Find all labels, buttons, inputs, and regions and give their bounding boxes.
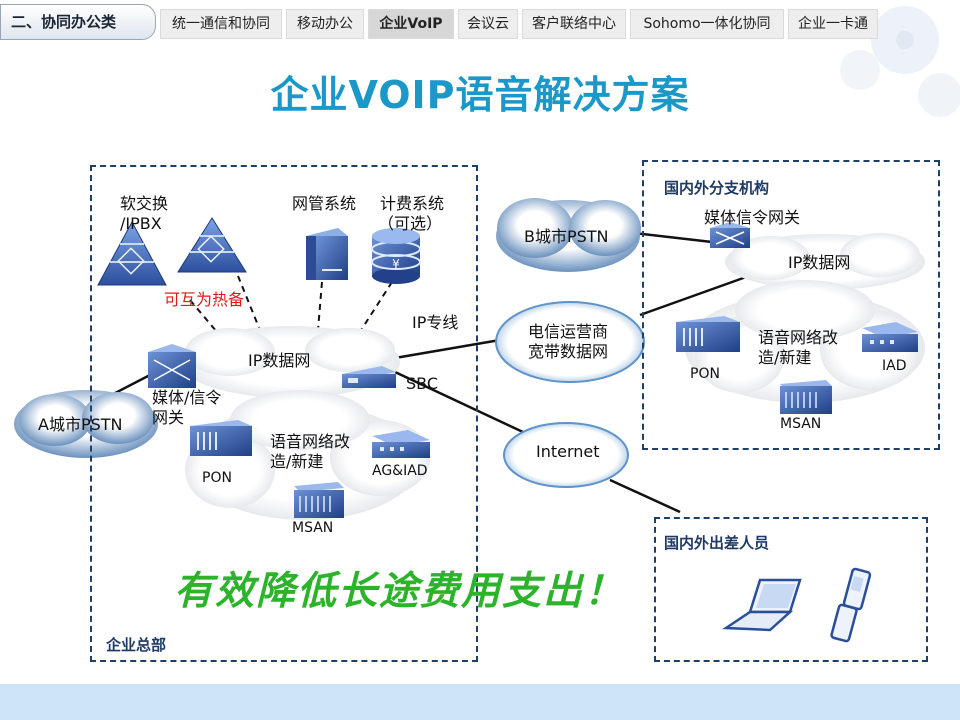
branch-msan-device: [780, 380, 832, 414]
carrier-label-2: 宽带数据网: [528, 342, 609, 361]
hq-ag-iad-device: [372, 430, 430, 458]
hq-msan-label: MSAN: [292, 520, 334, 536]
branch-media-gateway: [710, 222, 750, 248]
pstn-a-label: A城市PSTN: [38, 415, 123, 434]
laptop-icon: [722, 578, 802, 632]
tab-enterprise-card[interactable]: 企业一卡通: [788, 9, 878, 39]
carrier-label-1: 电信运营商: [528, 322, 609, 341]
ip-leased-line-label: IP专线: [412, 313, 459, 332]
branch-voice-network-label-1: 语音网络改: [758, 328, 839, 347]
hq-pon-device: [190, 420, 252, 456]
hq-ag-iad-label: AG&IAD: [372, 463, 428, 479]
pstn-b-cloud: [496, 198, 641, 272]
hq-voice-network-label-2: 造/新建: [270, 452, 324, 471]
branch-media-gateway-label: 媒体信令网关: [704, 208, 801, 227]
billing-label-1: 计费系统: [380, 194, 445, 213]
tab-sohomo[interactable]: Sohomo一体化协同: [630, 9, 784, 39]
branch-iad-label: IAD: [882, 358, 907, 374]
pstn-b-label: B城市PSTN: [524, 227, 609, 246]
nms-label: 网管系统: [292, 194, 357, 213]
connection-lines: [91, 230, 761, 514]
softswitch-label-2: /IPBX: [120, 214, 162, 233]
tab-mobile-office[interactable]: 移动办公: [286, 9, 364, 39]
bottom-bar: [0, 684, 960, 720]
decorative-flowers: [840, 6, 960, 117]
internet-label: Internet: [536, 442, 600, 461]
section-label: 二、协同办公类: [0, 4, 156, 40]
slogan: 有效降低长途费用支出！: [174, 569, 626, 614]
softswitch-label-1: 软交换: [120, 194, 169, 213]
billing-label-2: （可选）: [378, 214, 443, 233]
softswitch-pyramid-2: [177, 217, 247, 273]
branch-iad-device: [862, 322, 918, 352]
tab-enterprise-voip[interactable]: 企业VoIP: [368, 9, 454, 39]
mobile-phone-icon: [830, 567, 872, 643]
hq-box: [90, 165, 478, 662]
page-title: 企业VOIP语音解决方案: [270, 73, 690, 117]
pstn-a-cloud: [14, 390, 158, 458]
hot-standby-label: 可互为热备: [164, 290, 245, 309]
hq-label: 企业总部: [106, 636, 167, 654]
branch-box: [642, 160, 940, 450]
branch-voice-network-label-2: 造/新建: [758, 348, 812, 367]
sbc-device: [342, 366, 396, 388]
hq-pon-label: PON: [202, 470, 232, 486]
traveler-box: [654, 517, 928, 662]
media-gateway-label-1: 媒体/信令: [152, 388, 222, 407]
billing-database: ¥: [371, 228, 421, 284]
branch-ip-cloud: [725, 233, 925, 290]
tab-unified-comm[interactable]: 统一通信和协同: [160, 9, 282, 39]
softswitch-pyramid-1: [97, 220, 167, 286]
branch-voice-cloud: [685, 280, 925, 403]
hq-voice-network-label-1: 语音网络改: [270, 432, 351, 451]
hq-ip-network-label: IP数据网: [248, 351, 311, 370]
dashed-links: [189, 275, 393, 339]
branch-label: 国内外分支机构: [664, 179, 770, 197]
traveler-label: 国内外出差人员: [664, 534, 770, 552]
hq-msan-device: [294, 482, 344, 518]
hq-media-gateway: [148, 344, 196, 388]
branch-pon-device: [676, 316, 740, 352]
sbc-label: SBC: [406, 374, 439, 393]
media-gateway-label-2: 网关: [152, 408, 185, 427]
svg-text:¥: ¥: [392, 257, 400, 271]
branch-ip-network-label: IP数据网: [788, 253, 851, 272]
tab-contact-center[interactable]: 客户联络中心: [522, 9, 626, 39]
nms-server: [306, 228, 348, 280]
branch-pon-label: PON: [690, 366, 720, 382]
tab-meeting-cloud[interactable]: 会议云: [458, 9, 518, 39]
branch-msan-label: MSAN: [780, 416, 822, 432]
